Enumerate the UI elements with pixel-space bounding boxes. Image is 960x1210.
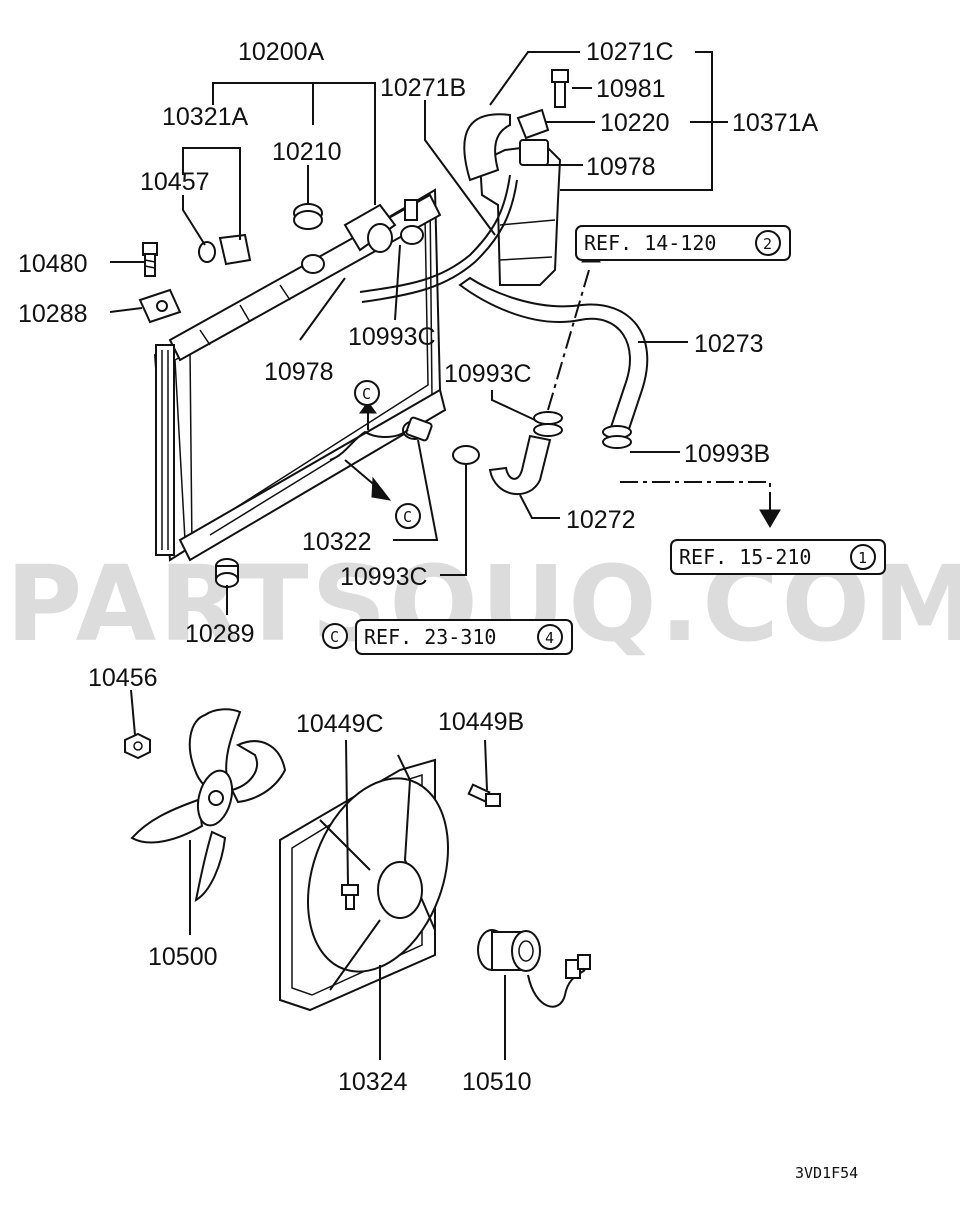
label-10210[interactable]: 10210 (272, 138, 342, 166)
radiator (153, 188, 447, 562)
arrow-up-c (359, 401, 377, 414)
label-10978-radiator[interactable]: 10978 (264, 358, 334, 386)
label-10993C-upper[interactable]: 10993C (348, 323, 436, 351)
cooling-fan (130, 708, 287, 902)
label-10324[interactable]: 10324 (338, 1068, 408, 1096)
c-marker-upper: C (354, 380, 380, 406)
bracket-10288 (138, 288, 182, 324)
label-10500[interactable]: 10500 (148, 943, 218, 971)
lower-hose (488, 434, 552, 496)
svg-text:4: 4 (545, 629, 554, 647)
svg-text:C: C (403, 508, 412, 526)
svg-text:2: 2 (763, 235, 772, 253)
label-10322[interactable]: 10322 (302, 528, 372, 556)
fan-shroud (279, 754, 450, 1012)
bolt-10480 (142, 242, 158, 277)
overflow-hose (463, 113, 511, 182)
svg-text:1: 1 (858, 549, 867, 567)
label-10371A[interactable]: 10371A (732, 109, 819, 137)
label-10993C-right[interactable]: 10993C (444, 360, 532, 388)
upper-hose (458, 276, 649, 434)
reference-box-15-210[interactable]: REF. 15-210 1 (670, 539, 886, 575)
svg-text:REF. 14-120: REF. 14-120 (584, 231, 716, 255)
label-10271C[interactable]: 10271C (586, 38, 674, 66)
label-10993C-lower[interactable]: 10993C (340, 563, 428, 591)
svg-text:REF. 23-310: REF. 23-310 (364, 625, 496, 649)
nut-10456 (124, 732, 151, 760)
bolt-10449B (467, 783, 501, 807)
c-marker-lower: C (395, 503, 421, 529)
label-10993B[interactable]: 10993B (684, 440, 770, 468)
label-10457[interactable]: 10457 (140, 168, 210, 196)
label-10449C[interactable]: 10449C (296, 710, 384, 738)
thermo-switch (329, 416, 433, 461)
bolt-10981 (551, 69, 569, 108)
label-10220[interactable]: 10220 (600, 109, 670, 137)
label-10200A[interactable]: 10200A (238, 38, 325, 66)
leader-lines (109, 51, 771, 1060)
label-10272[interactable]: 10272 (566, 506, 636, 534)
label-10289[interactable]: 10289 (185, 620, 255, 648)
reservoir-tank (478, 108, 562, 286)
hose-clamp-10993B (602, 425, 632, 449)
label-10510[interactable]: 10510 (462, 1068, 532, 1096)
hose-clamp-lower (400, 225, 563, 465)
mount-bushing (215, 558, 239, 588)
reservoir-hose (359, 174, 511, 293)
screw-10449C (341, 884, 359, 910)
label-10273[interactable]: 10273 (694, 330, 764, 358)
svg-text:C: C (362, 385, 371, 403)
label-10981[interactable]: 10981 (596, 75, 666, 103)
svg-text:REF. 15-210: REF. 15-210 (679, 545, 811, 569)
radiator-cap (293, 203, 323, 230)
fan-motor (477, 929, 591, 1008)
arrow-down-c (371, 476, 392, 501)
reference-box-23-310[interactable]: C REF. 23-310 4 (322, 619, 573, 655)
label-10480[interactable]: 10480 (18, 250, 88, 278)
diagram-code: 3VD1F54 (795, 1164, 858, 1182)
label-10456[interactable]: 10456 (88, 664, 158, 692)
label-10288[interactable]: 10288 (18, 300, 88, 328)
part-labels: 10200A 10321A 10457 10480 10288 10210 10… (18, 38, 819, 1096)
arrow-down-ref2 (759, 509, 781, 528)
label-10271B[interactable]: 10271B (380, 74, 466, 102)
label-10978-reservoir[interactable]: 10978 (586, 153, 656, 181)
svg-text:C: C (330, 628, 339, 646)
drain-plug (198, 233, 252, 266)
reference-box-14-120[interactable]: REF. 14-120 2 (575, 225, 791, 261)
label-10321A[interactable]: 10321A (162, 103, 249, 131)
label-10449B[interactable]: 10449B (438, 708, 524, 736)
